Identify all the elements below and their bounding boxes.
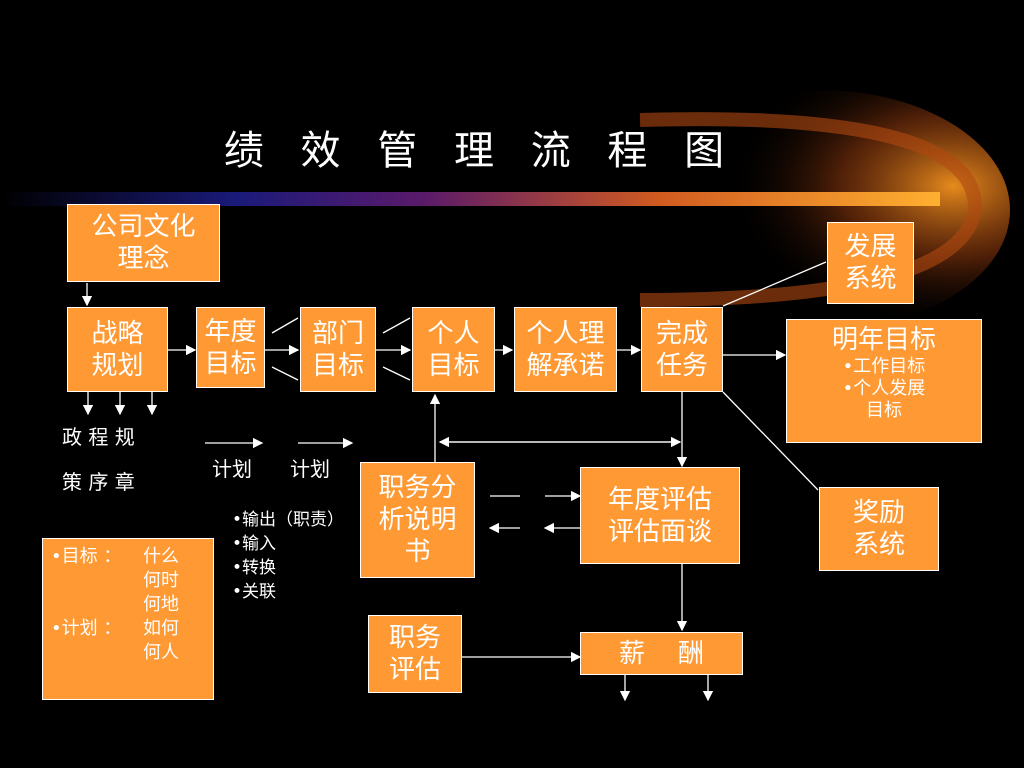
box-item: •工作目标	[842, 356, 926, 377]
plan-label-2: 计划	[290, 457, 330, 481]
strategy-box: 战略规划	[67, 307, 168, 392]
bullet-item: •输出（职责）	[232, 510, 345, 530]
box-line: 完成	[655, 318, 708, 349]
box-line: 职务分	[378, 473, 457, 503]
box-line: 任务	[655, 350, 708, 381]
job-analysis-box: 职务分析说明书	[360, 462, 475, 578]
salary-box: 薪 酬	[580, 632, 743, 675]
legend-key: •目标 ：	[51, 546, 122, 567]
job-eval-box: 职务评估	[368, 615, 462, 693]
box-title: 明年目标	[831, 325, 936, 355]
reward-system-box: 奖励系统	[819, 487, 939, 571]
bullet-item: •转换	[232, 558, 277, 578]
box-line: 奖励	[852, 498, 905, 528]
box-line: 目标	[427, 350, 480, 381]
legend-value: 什么	[143, 546, 179, 567]
box-item: 目标	[865, 400, 902, 421]
box-line: 公司文化	[91, 212, 196, 242]
box-line: 析说明	[378, 505, 457, 535]
dept-goal-box: 部门目标	[300, 307, 376, 392]
legend-row: 何地	[51, 593, 205, 617]
annual-goal-box: 年度目标	[196, 307, 265, 388]
development-system-box: 发展系统	[827, 222, 914, 304]
legend-value: 何时	[143, 570, 179, 591]
box-line: 评估面谈	[607, 516, 712, 547]
legend-row: 何时	[51, 569, 205, 593]
commitment-box: 个人理解承诺	[514, 307, 617, 392]
box-line: 年度评估	[607, 484, 712, 515]
box-item: •个人发展	[842, 378, 926, 399]
bullet-item: •关联	[232, 582, 277, 602]
bullet-item: •输入	[232, 534, 277, 554]
annual-review-box: 年度评估评估面谈	[580, 467, 740, 564]
box-line: 理念	[117, 244, 170, 274]
box-line: 个人	[427, 318, 480, 349]
box-line: 战略	[91, 318, 144, 349]
plan-label-1: 计划	[212, 457, 252, 481]
legend-row: •目标 ： 什么	[51, 545, 205, 569]
next-year-goal-box: 明年目标 •工作目标 •个人发展 目标	[786, 319, 982, 443]
box-line: 评估	[388, 655, 441, 685]
legend-value: 何地	[143, 594, 179, 615]
box-line: 系统	[852, 530, 905, 560]
legend-row: 何人	[51, 641, 205, 665]
box-line: 解承诺	[526, 350, 605, 381]
complete-task-box: 完成任务	[641, 307, 723, 392]
legend-row: •计划 ： 如何	[51, 617, 205, 641]
box-line: 系统	[844, 264, 897, 294]
box-line: 年度	[204, 316, 257, 347]
box-line: 发展	[844, 232, 897, 262]
box-line: 职务	[388, 623, 441, 653]
legend-key	[51, 593, 143, 617]
legend-key: •计划 ：	[51, 618, 122, 639]
box-line: 目标	[311, 350, 364, 381]
policy-label-row1: 政 程 规	[62, 425, 135, 449]
box-line: 部门	[311, 318, 364, 349]
legend-value: 何人	[143, 642, 179, 663]
box-line: 个人理	[526, 318, 605, 349]
box-line: 书	[404, 537, 431, 567]
personal-goal-box: 个人目标	[412, 307, 495, 392]
culture-box: 公司文化理念	[67, 204, 220, 282]
legend-key	[51, 641, 143, 665]
policy-label-row2: 策 序 章	[62, 470, 135, 494]
legend-value: 如何	[143, 618, 179, 639]
job-bullets: •输出（职责） •输入 •转换 •关联	[232, 508, 344, 604]
box-line: 薪 酬	[618, 638, 705, 669]
box-line: 目标	[204, 348, 257, 379]
legend-key	[51, 569, 143, 593]
box-line: 规划	[91, 350, 144, 381]
legend-box: •目标 ： 什么 何时 何地 •计划 ： 如何 何人	[42, 538, 214, 700]
page-title: 绩 效 管 理 流 程 图	[223, 128, 737, 174]
